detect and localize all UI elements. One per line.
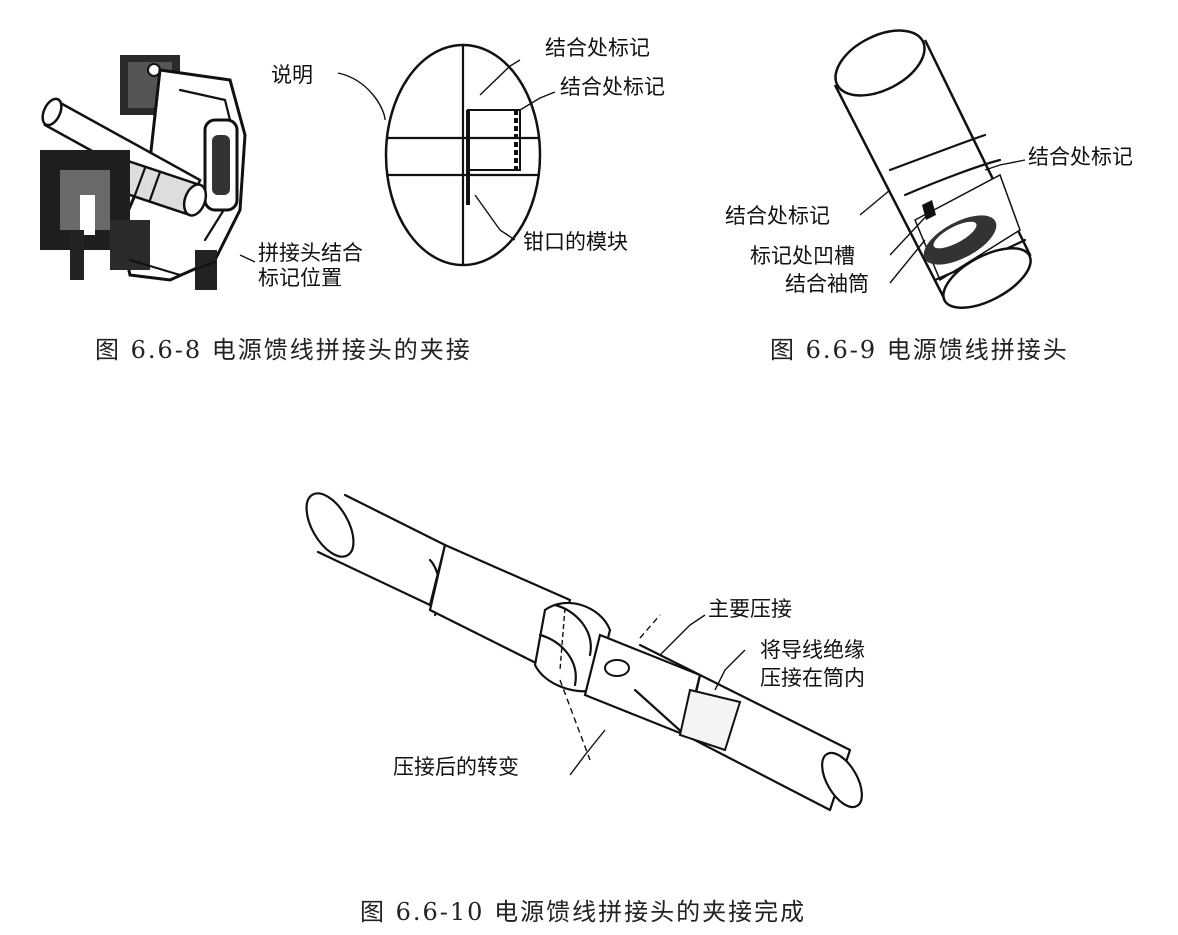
label-jaw-module: 钳口的模块 — [523, 230, 628, 254]
splice-sleeve-illustration — [833, 29, 1032, 310]
insulation-leader — [714, 649, 746, 691]
label-joint-mark-right: 结合处标记 — [1028, 145, 1133, 169]
jaw-module-leader — [474, 194, 516, 241]
label-splice-mark-position-line1: 拼接头结合 — [258, 241, 363, 265]
label-joint-mark-1: 结合处标记 — [545, 36, 650, 60]
figure-6-6-10: 主要压接 将导线绝缘 压接在筒内 压接后的转变 图 6.6-10 电源馈线拼接头… — [0, 430, 1178, 935]
joint-mark-right-leader — [984, 159, 1026, 171]
caption-fig-6-6-10: 图 6.6-10 电源馈线拼接头的夹接完成 — [360, 898, 807, 926]
crimp-tool-illustration — [40, 43, 556, 290]
magnified-jaw-view — [384, 43, 542, 267]
label-insulation-line2: 压接在筒内 — [760, 666, 865, 690]
label-joint-mark-left: 结合处标记 — [725, 204, 830, 228]
completed-splice-illustration — [305, 492, 863, 812]
joint-sleeve-leader — [889, 239, 926, 284]
label-joint-mark-2: 结合处标记 — [560, 75, 665, 99]
label-explain: 说明 — [271, 63, 313, 87]
caption-fig-6-6-8: 图 6.6-8 电源馈线拼接头的夹接 — [95, 336, 472, 364]
label-mark-groove: 标记处凹槽 — [750, 244, 855, 268]
label-joint-sleeve: 结合袖筒 — [785, 272, 869, 296]
joint-mark-left-leader — [859, 189, 891, 216]
caption-fig-6-6-9: 图 6.6-9 电源馈线拼接头 — [770, 336, 1069, 364]
figure-6-6-9: 结合处标记 结合处标记 标记处凹槽 结合袖筒 图 6.6-9 电源馈线拼接头 — [700, 0, 1178, 380]
figure-6-6-8: 说明 拼接头结合 标记位置 结合处标记 结合处标记 钳口的模块 图 6.6-8 … — [0, 0, 700, 380]
after-crimp-leader — [569, 729, 606, 776]
splice-mark-leader — [239, 254, 256, 263]
label-insulation-line1: 将导线绝缘 — [760, 638, 865, 662]
completed-splice-drawing — [305, 492, 863, 812]
label-after-crimp: 压接后的转变 — [393, 755, 519, 779]
joint-mark-2-leader — [519, 91, 556, 111]
joint-mark-1-leader — [479, 59, 521, 96]
explain-leader — [337, 72, 386, 121]
label-main-crimp: 主要压接 — [708, 597, 792, 621]
main-crimp-leader — [659, 614, 706, 656]
crimp-tool-drawing — [40, 55, 247, 290]
mark-groove-leader — [889, 209, 933, 256]
splice-sleeve-drawing — [833, 29, 1032, 310]
label-splice-mark-position-line2: 标记位置 — [258, 266, 342, 290]
